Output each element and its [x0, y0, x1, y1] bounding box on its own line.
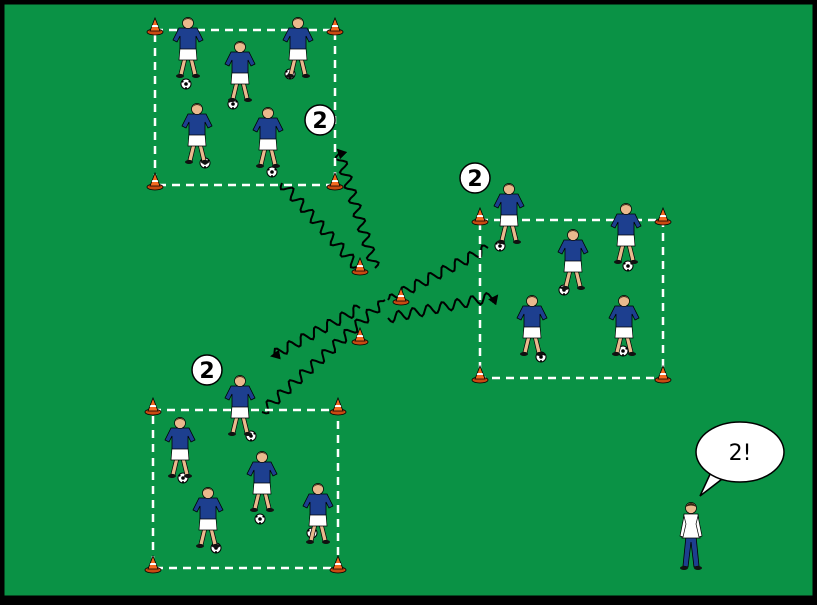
number-badge-label: 2: [312, 109, 327, 134]
dribble-path-arrow: [270, 304, 361, 360]
ball-icon: [266, 166, 278, 178]
top-left-square: 2: [146, 17, 344, 191]
dribble-path: [261, 299, 386, 415]
number-badge-label: 2: [467, 167, 482, 192]
grid-boundary: [151, 408, 340, 570]
dribble-path-arrow: [387, 291, 499, 324]
right-square: 2: [459, 162, 672, 384]
speech-bubble-icon: 2!: [695, 421, 785, 497]
number-badge-label: 2: [199, 359, 214, 384]
grid-boundary: [478, 218, 665, 380]
number-badge: [304, 104, 336, 136]
ball-icon: [180, 78, 192, 90]
ball-icon: [254, 513, 266, 525]
dribble-path-arrow: [334, 148, 380, 269]
number-badge: [459, 162, 491, 194]
coach-icon: [679, 502, 703, 570]
bottom-left-square: 2: [144, 354, 347, 574]
dribble-path: [279, 182, 361, 271]
number-badge: [191, 354, 223, 386]
grid-boundary: [153, 28, 337, 187]
dribble-path: [387, 244, 489, 301]
coach-speech-text: 2!: [729, 441, 752, 466]
